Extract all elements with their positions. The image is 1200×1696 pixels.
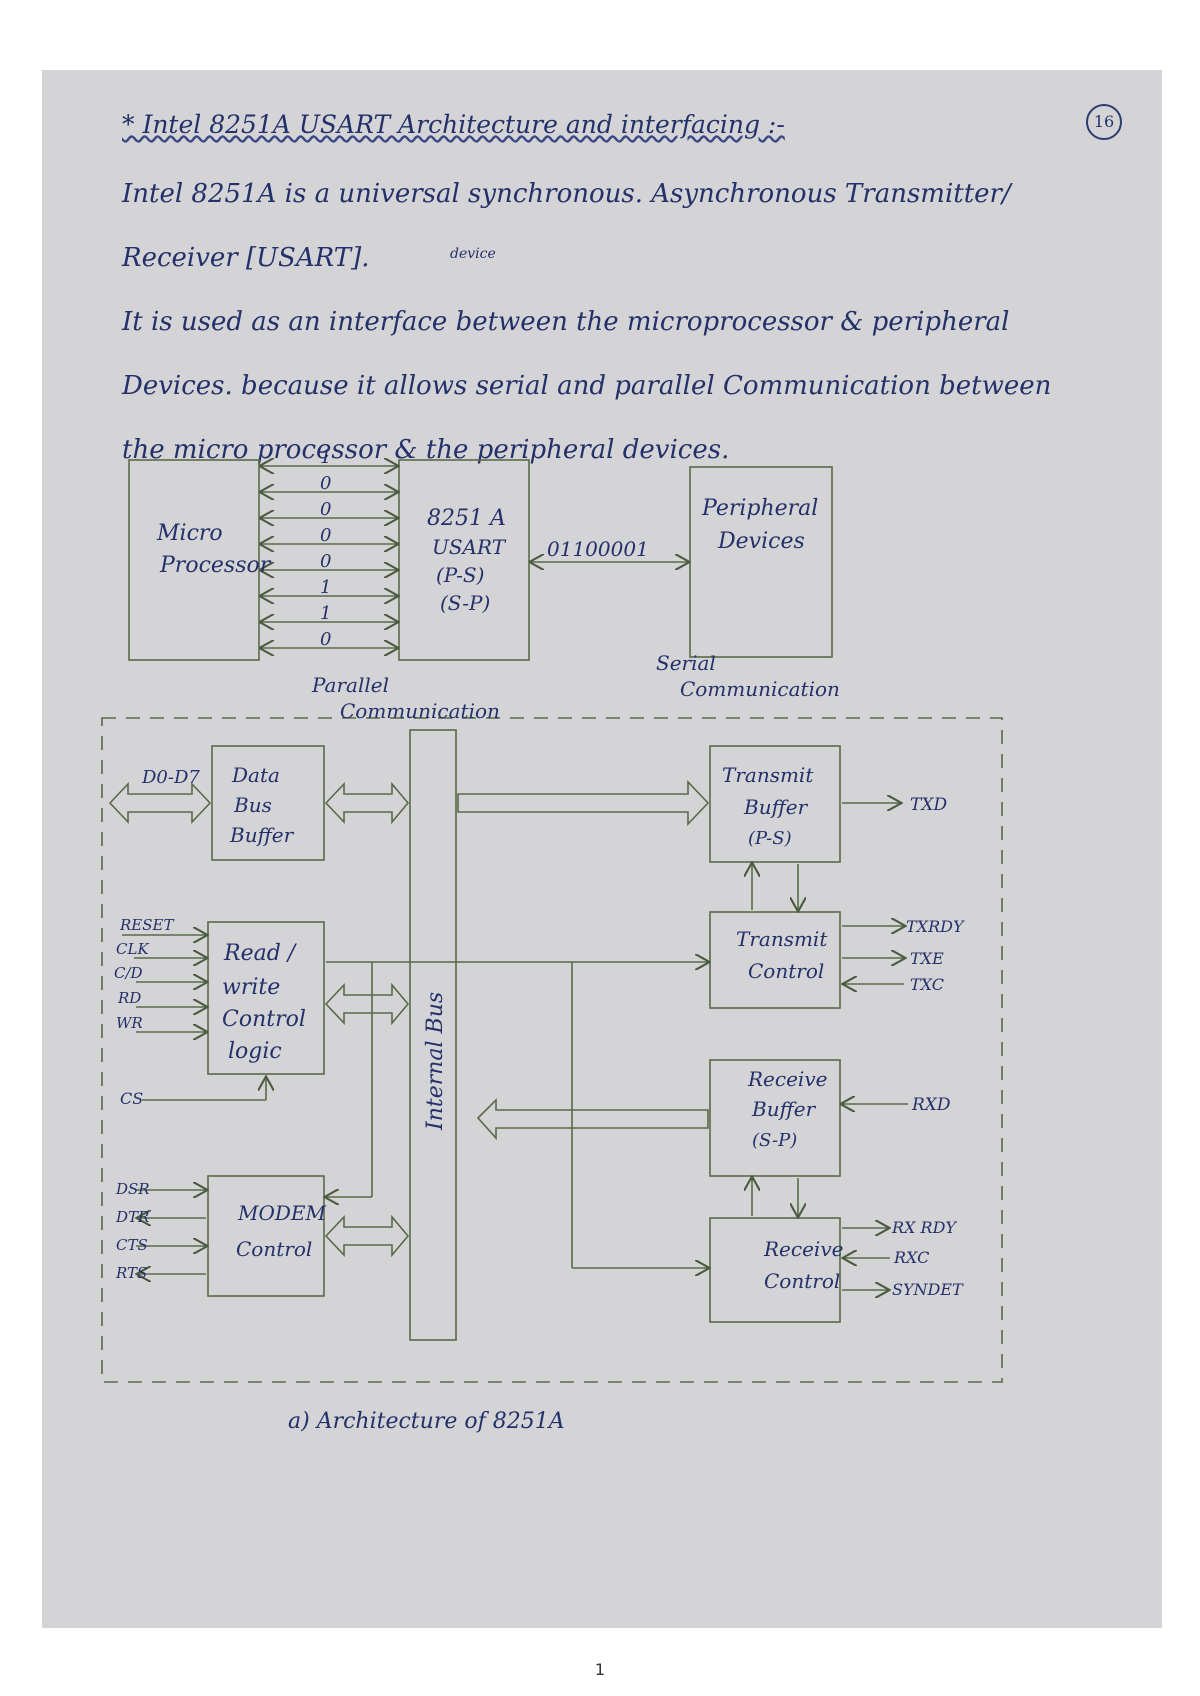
- transmit-buffer-label: (P-S): [748, 828, 792, 849]
- usart-label-line: (P-S): [436, 563, 484, 587]
- rts-label: RTS: [115, 1264, 147, 1282]
- rw-label: Control: [222, 1007, 306, 1032]
- dtr-label: DTR: [115, 1208, 149, 1226]
- usart-label-line: (S-P): [440, 591, 490, 615]
- paragraph-line: Intel 8251A is a universal synchronous. …: [122, 179, 1011, 209]
- bit-label: 1: [320, 447, 331, 468]
- insert-note: device: [450, 246, 496, 262]
- cd-label: C/D: [114, 964, 143, 982]
- transmit-control-label: Control: [748, 959, 824, 983]
- clk-label: CLK: [116, 940, 149, 958]
- usart-label-line: 8251 A: [427, 506, 506, 531]
- micro-label: Micro: [156, 521, 223, 546]
- transmit-buffer-box: [709, 745, 841, 863]
- serial-bits: 01100001: [547, 537, 649, 561]
- receive-buffer-label: Buffer: [751, 1097, 817, 1121]
- txe-label: TXE: [910, 949, 944, 968]
- devices-label: Devices: [717, 529, 805, 554]
- processor-label: Processor: [159, 553, 272, 578]
- bit-label: 0: [320, 525, 331, 546]
- data-bus-buffer-box: [211, 745, 325, 861]
- read-write-control-box: [207, 921, 325, 1075]
- rw-label: write: [222, 975, 280, 1000]
- dbus-label: D0-D7: [141, 767, 200, 788]
- peripheral-label: Peripheral: [701, 496, 818, 521]
- receive-control-label: Receive: [763, 1237, 843, 1261]
- txd-label: TXD: [910, 795, 947, 815]
- bit-label: 1: [320, 577, 331, 598]
- modem-label: MODEM: [237, 1201, 327, 1225]
- modem-control-box: [207, 1175, 325, 1297]
- usart-box: [398, 459, 530, 661]
- internal-bus-bar: [409, 729, 457, 1341]
- transmit-control-label: Transmit: [736, 927, 828, 951]
- receive-buffer-label: Receive: [747, 1067, 827, 1091]
- parallel-label: Parallel: [311, 673, 389, 697]
- txrdy-label: TXRDY: [906, 917, 965, 936]
- rw-inputs: RESET CLK C/D RD WR: [114, 916, 174, 1032]
- page-number-badge: 16: [1086, 104, 1122, 140]
- rw-label: logic: [228, 1039, 282, 1064]
- serial-label: Serial: [656, 651, 716, 675]
- bit-label: 0: [320, 629, 331, 650]
- transmit-buffer-label: Transmit: [722, 763, 814, 787]
- serial-label: Communication: [680, 677, 840, 701]
- footer-page-number: 1: [594, 1660, 606, 1679]
- parallel-label: Communication: [340, 699, 500, 723]
- bit-label: 0: [320, 499, 331, 520]
- receive-buffer-label: (S-P): [752, 1130, 797, 1151]
- dsr-label: DSR: [115, 1180, 150, 1198]
- diagrams: Micro Processor 8251 A USART (P-S) (S-P)…: [101, 447, 1003, 1434]
- data-bus-buffer-label: Buffer: [229, 823, 295, 847]
- intro-paragraph: Intel 8251A is a universal synchronous. …: [122, 162, 1102, 482]
- control-lines: [122, 803, 908, 1290]
- section-heading: * Intel 8251A USART Architecture and int…: [122, 110, 785, 139]
- rxrdy-label: RX RDY: [891, 1218, 957, 1237]
- bit-label: 0: [320, 551, 331, 572]
- chip-boundary: [101, 717, 1003, 1383]
- usart-label-line: USART: [432, 535, 507, 559]
- rxd-label: RXD: [911, 1095, 951, 1115]
- reset-label: RESET: [119, 916, 174, 934]
- modem-inputs: DSR DTR CTS RTS: [115, 1180, 150, 1282]
- microprocessor-box: [128, 459, 260, 661]
- parallel-bits: 1 0 0 0 0 1 1 0: [320, 447, 331, 650]
- internal-bus-label: Internal Bus: [423, 992, 448, 1131]
- cts-label: CTS: [116, 1236, 148, 1254]
- bit-label: 0: [320, 473, 331, 494]
- receive-control-label: Control: [764, 1269, 840, 1293]
- rxc-label: RXC: [893, 1248, 929, 1267]
- wr-label: WR: [116, 1014, 143, 1032]
- rd-label: RD: [117, 989, 141, 1007]
- receive-buffer-box: [709, 1059, 841, 1177]
- syndet-label: SYNDET: [892, 1280, 964, 1299]
- txc-label: TXC: [910, 975, 944, 994]
- figure-caption: a) Architecture of 8251A: [288, 1409, 565, 1434]
- paragraph-line: Receiver [USART].: [122, 243, 370, 273]
- cs-label: CS: [120, 1089, 143, 1108]
- data-bus-buffer-label: Data: [231, 763, 280, 787]
- data-bus-buffer-label: Bus: [233, 793, 272, 817]
- modem-label: Control: [236, 1237, 312, 1261]
- paragraph-line: Devices. because it allows serial and pa…: [122, 371, 1052, 401]
- notebook-page: * Intel 8251A USART Architecture and int…: [42, 70, 1162, 1628]
- transmit-buffer-label: Buffer: [743, 795, 809, 819]
- bus-double-arrows: [108, 780, 710, 1258]
- bit-label: 1: [320, 603, 331, 624]
- parallel-bus-arrows: [261, 466, 397, 648]
- paragraph-line: It is used as an interface between the m…: [122, 307, 1010, 337]
- rw-label: Read /: [223, 941, 298, 966]
